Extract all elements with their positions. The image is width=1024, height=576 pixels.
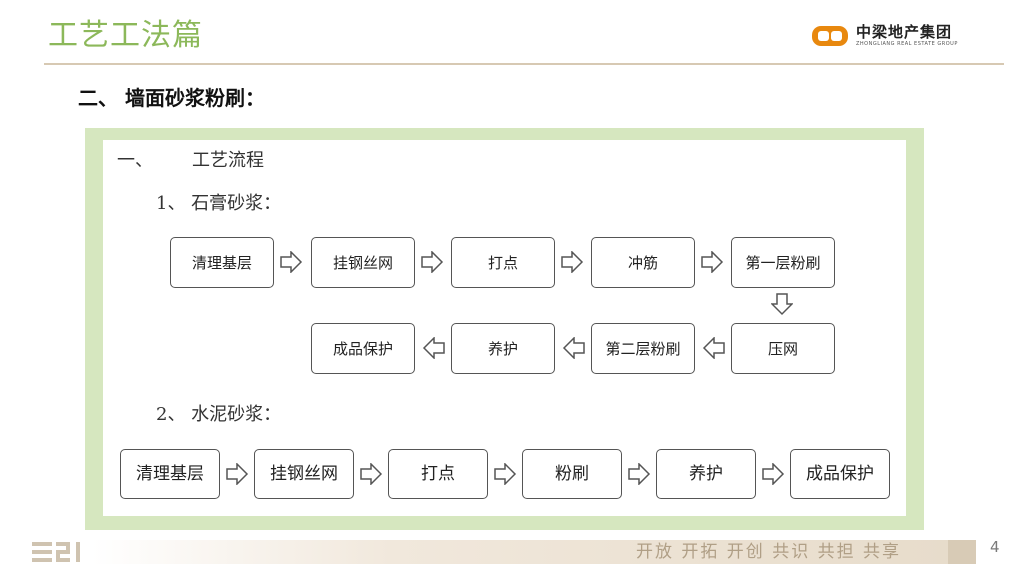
title-divider xyxy=(44,63,1004,65)
flow2-step-1: 清理基层 xyxy=(120,449,220,499)
flow1-step-6: 压网 xyxy=(731,323,835,374)
flow2-step-4: 粉刷 xyxy=(522,449,622,499)
flow1-step-3: 打点 xyxy=(451,237,555,288)
process-heading-number: 一、 xyxy=(117,150,153,171)
flow2-step-2: 挂钢丝网 xyxy=(254,449,354,499)
page-number: 4 xyxy=(990,538,1000,556)
footer-slogan: 开放 开拓 开创 共识 共担 共享 xyxy=(636,542,902,562)
flow1-step-5: 第一层粉刷 xyxy=(731,237,835,288)
arrow-down-icon xyxy=(771,293,793,316)
page-title: 工艺工法篇 xyxy=(48,18,203,53)
arrow-right-icon xyxy=(494,463,517,485)
arrow-right-icon xyxy=(701,251,724,273)
cement-mortar-heading: 2、 水泥砂浆： xyxy=(156,404,282,425)
footer-bar xyxy=(92,540,948,564)
flow1-step-9: 成品保护 xyxy=(311,323,415,374)
gypsum-mortar-heading: 1、 石膏砂浆： xyxy=(156,193,282,214)
arrow-left-icon xyxy=(422,337,445,359)
arrow-right-icon xyxy=(628,463,651,485)
arrow-right-icon xyxy=(280,251,303,273)
arrow-right-icon xyxy=(226,463,249,485)
flow1-step-2: 挂钢丝网 xyxy=(311,237,415,288)
footer-logo-icon xyxy=(32,540,86,564)
flow1-step-1: 清理基层 xyxy=(170,237,274,288)
arrow-left-icon xyxy=(702,337,725,359)
process-heading: 工艺流程 xyxy=(192,150,264,171)
flow1-step-8: 养护 xyxy=(451,323,555,374)
arrow-right-icon xyxy=(360,463,383,485)
flow2-step-6: 成品保护 xyxy=(790,449,890,499)
section-heading: 二、 墙面砂浆粉刷： xyxy=(78,86,265,110)
logo-mark-icon xyxy=(812,26,848,46)
arrow-right-icon xyxy=(421,251,444,273)
arrow-right-icon xyxy=(762,463,785,485)
company-logo: 中梁地产集团 ZHONGLIANG REAL ESTATE GROUP xyxy=(812,24,958,48)
logo-name-en: ZHONGLIANG REAL ESTATE GROUP xyxy=(856,41,958,47)
flow2-step-3: 打点 xyxy=(388,449,488,499)
logo-name-cn: 中梁地产集团 xyxy=(856,23,953,41)
flow2-step-5: 养护 xyxy=(656,449,756,499)
flow1-step-7: 第二层粉刷 xyxy=(591,323,695,374)
arrow-left-icon xyxy=(562,337,585,359)
arrow-right-icon xyxy=(561,251,584,273)
footer-bar-end xyxy=(948,540,976,564)
flow1-step-4: 冲筋 xyxy=(591,237,695,288)
